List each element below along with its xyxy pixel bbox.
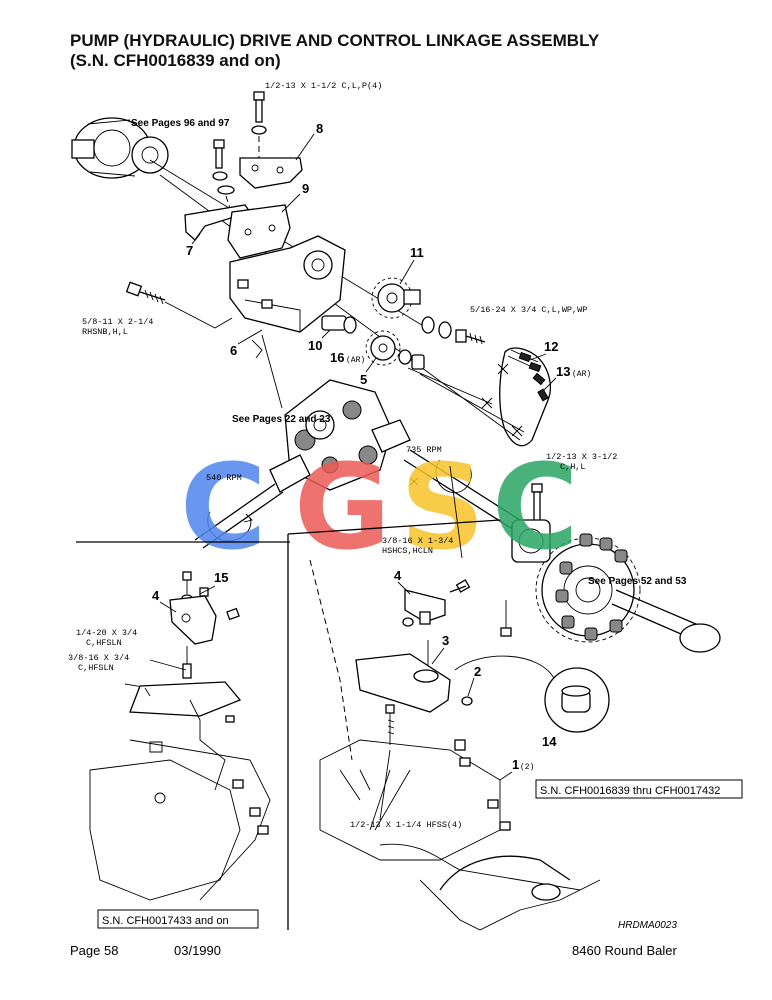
callout-see-pages-96-97: See Pages 96 and 97 — [131, 118, 230, 129]
callout-bolt-top: 1/2-13 X 1-1/2 C,L,P(4) — [265, 81, 382, 91]
sprocket-5-drawing — [365, 330, 401, 366]
watermark-letter-s: S — [400, 438, 485, 576]
part-number-5: 5 — [360, 372, 367, 387]
part-number-12: 12 — [544, 339, 558, 354]
leader-lines — [159, 133, 557, 821]
part-number-10: 10 — [308, 338, 322, 353]
part-number-8: 8 — [316, 121, 323, 136]
spacer-10-drawing — [321, 315, 347, 331]
serial-box-right: S.N. CFH0016839 thru CFH0017432 — [535, 779, 743, 799]
watermark-letter-c: C — [180, 438, 267, 576]
serial-box-right-text: S.N. CFH0016839 thru CFH0017432 — [540, 785, 720, 797]
left-lower-assembly — [89, 571, 271, 901]
callout-bolt-3-1-2-line2: C,H,L — [560, 462, 586, 472]
gearbox-drawing — [251, 334, 411, 493]
sprocket-studs-drawing — [555, 533, 628, 641]
part-number-2: 2 — [474, 664, 481, 679]
footer-page-number: Page 58 — [70, 943, 118, 958]
part-number-13-note: (AR) — [572, 370, 591, 379]
part-number-1: 1 — [512, 757, 519, 772]
rpm-735-label: 735 RPM — [406, 445, 442, 455]
frame-bracket-6-drawing — [229, 235, 346, 333]
watermark-letter-g: G — [294, 438, 391, 576]
part-number-16: 16 — [330, 350, 344, 365]
callout-bolt-3-8-16-line1: 3/8-16 X 3/4 — [68, 653, 129, 663]
drive-chain-12-drawing — [499, 347, 551, 447]
part-number-9: 9 — [302, 181, 309, 196]
part-number-11: 11 — [410, 245, 424, 260]
callout-bolt-rhsnb-line1: 5/8-11 X 2-1/4 — [82, 317, 153, 327]
callout-bolt-3-1-2-line1: 1/2-13 X 3-1/2 — [546, 452, 617, 462]
drawing-code: HRDMA0023 — [618, 920, 677, 931]
callout-bolt-hshcs-line2: HSHCS,HCLN — [382, 546, 433, 556]
page-title-line-2: (S.N. CFH0016839 and on) — [70, 51, 281, 70]
sprocket-11-drawing — [371, 277, 421, 319]
upper-assembly — [71, 91, 721, 653]
footer-date: 03/1990 — [174, 943, 221, 958]
section-dividers — [76, 519, 501, 930]
part-number-3: 3 — [442, 633, 449, 648]
mount-plate-9-drawing — [227, 204, 291, 259]
part-number-1-qty: (2) — [520, 763, 534, 772]
callout-bolt-1-4-20-line2: C,HFSLN — [86, 638, 122, 648]
top-bolt-drawing — [212, 91, 267, 216]
bushing-14-drawing — [544, 667, 610, 733]
callout-bolt-5-16: 5/16-24 X 3/4 C,L,WP,WP — [470, 305, 587, 315]
part-number-13: 13 — [556, 364, 570, 379]
part-number-4-right: 4 — [394, 568, 402, 583]
callout-bolt-hfss: 1/2-13 X 1-1/4 HFSS(4) — [350, 820, 462, 830]
part-number-6: 6 — [230, 343, 237, 358]
part-number-4-left: 4 — [152, 588, 160, 603]
callout-see-pages-52-53: See Pages 52 and 53 — [588, 576, 687, 587]
footer-model: 8460 Round Baler — [572, 943, 677, 958]
callout-bolt-hshcs-line1: 3/8-16 X 1-3/4 — [382, 536, 453, 546]
callout-bolt-rhsnb-line2: RHSNB,H,L — [82, 327, 128, 337]
part-number-16-note: (AR) — [346, 356, 365, 365]
part-number-15: 15 — [214, 570, 228, 585]
right-lower-assembly — [309, 559, 610, 931]
washer-stack-drawing — [398, 316, 486, 370]
bracket-8-drawing — [239, 157, 303, 189]
rpm-540-label: 540 RPM — [206, 473, 242, 483]
part-number-14: 14 — [542, 734, 557, 749]
part-number-labels: 8 9 7 11 6 10 16 (AR) 5 12 13 (AR) 15 4 … — [152, 121, 591, 772]
serial-box-left-text: S.N. CFH0017433 and on — [102, 915, 229, 927]
part-number-7: 7 — [186, 243, 193, 258]
page-title-line-1: PUMP (HYDRAULIC) DRIVE AND CONTROL LINKA… — [70, 31, 600, 50]
watermark-letter-c-2: C — [492, 438, 579, 576]
bolt-rhsnb-drawing — [125, 281, 233, 329]
serial-box-left: S.N. CFH0017433 and on — [97, 909, 259, 929]
callout-see-pages-22-23: See Pages 22 and 23 — [232, 414, 331, 425]
hydraulic-pump-drawing — [71, 117, 169, 179]
callout-bolt-3-8-16-line2: C,HFSLN — [78, 663, 114, 673]
callout-bolt-1-4-20-line1: 1/4-20 X 3/4 — [76, 628, 137, 638]
cgsc-watermark: C G S C — [180, 438, 579, 576]
